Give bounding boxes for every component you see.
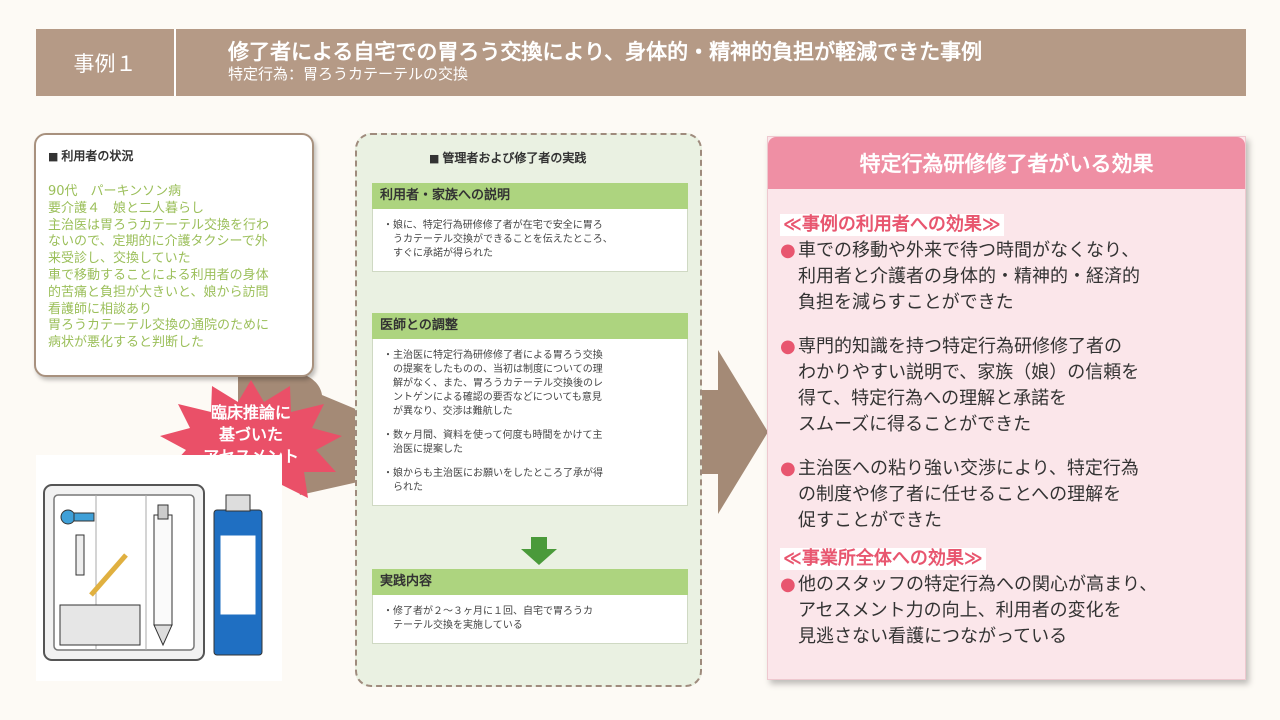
starburst-line: 基づいた: [218, 425, 283, 444]
section-body: ・修了者が２～３ヶ月に１回、自宅で胃ろうカテーテル交換を実施している: [372, 595, 688, 644]
list-item: ・主治医に特定行為研修修了者による胃ろう交換の提案をしたものの、当初は制度につい…: [383, 349, 677, 419]
section-title: 実践内容: [372, 569, 688, 595]
effect-line: 車での移動や外来で待つ時間がなくなり、: [798, 240, 1140, 261]
user-status-line: 主治医は胃ろうカテーテル交換を行わ: [48, 217, 270, 233]
list-item-line: テーテル交換を実施している: [393, 620, 523, 631]
user-status-line: 病状が悪化すると判断した: [48, 335, 205, 351]
user-effect-label: ≪事例の利用者への効果≫: [780, 214, 1004, 236]
effect-line: わかりやすい説明で、家族（娘）の信頼を: [798, 362, 1140, 383]
effect-line: 促すことができた: [798, 510, 942, 531]
starburst-line: 臨床推論に: [210, 403, 291, 422]
effect-line: 主治医への粘り強い交渉により、特定行為: [798, 458, 1139, 479]
list-item: ・数ヶ月間、資料を使って何度も時間をかけて主治医に提案した: [383, 429, 677, 457]
gastrostomy-kit-illustration: [36, 455, 282, 681]
section-title: 医師との調整: [372, 313, 688, 339]
effect-line: スムーズに得ることができた: [798, 414, 1032, 435]
list-item: ・娘からも主治医にお願いをしたところ了承が得られた: [383, 467, 677, 495]
list-item: ・娘に、特定行為研修修了者が在宅で安全に胃ろうカテーテル交換ができることを伝えた…: [383, 219, 677, 261]
bullet-dot-icon: ・: [383, 350, 393, 361]
list-item-line: 解がなく、また、胃ろうカテーテル交換後のレ: [393, 378, 603, 389]
red-dot-icon: ●: [780, 240, 796, 261]
effect-line: 利用者と介護者の身体的・精神的・経済的: [798, 266, 1140, 287]
case-label: 事例１: [36, 29, 176, 96]
square-bullet-icon: ■: [429, 152, 440, 165]
section-practice-content: 実践内容・修了者が２～３ヶ月に１回、自宅で胃ろうカテーテル交換を実施している: [372, 569, 688, 644]
user-status-line: 看護師に相談あり: [48, 301, 153, 317]
effect-item: ●他のスタッフの特定行為への関心が高まり、アセスメント力の向上、利用者の変化を見…: [780, 572, 1240, 650]
user-status-heading: ■利用者の状況: [48, 149, 134, 163]
effect-line: の制度や修了者に任せることへの理解を: [798, 484, 1122, 505]
user-effect-list: ●車での移動や外来で待つ時間がなくなり、利用者と介護者の身体的・精神的・経済的負…: [780, 238, 1240, 534]
section-title: 利用者・家族への説明: [372, 183, 688, 209]
list-item-line: 数ヶ月間、資料を使って何度も時間をかけて主: [393, 430, 603, 441]
effect-line: 負担を減らすことができた: [798, 292, 1014, 313]
header-banner: 事例１ 修了者による自宅での胃ろう交換により、身体的・精神的負担が軽減できた事例…: [36, 29, 1246, 96]
user-status-line: 車で移動することによる利用者の身体: [48, 267, 269, 283]
right-big-arrow: [700, 350, 768, 514]
effect-line: 専門的知識を持つ特定行為研修修了者の: [798, 336, 1122, 357]
list-item: ・修了者が２～３ヶ月に１回、自宅で胃ろうカテーテル交換を実施している: [383, 605, 677, 633]
effect-item: ●主治医への粘り強い交渉により、特定行為の制度や修了者に任せることへの理解を促す…: [780, 456, 1240, 534]
list-item-line: 主治医に特定行為研修修了者による胃ろう交換: [393, 350, 603, 361]
user-status-line: 来受診し、交換していた: [48, 251, 191, 267]
effect-item: ●車での移動や外来で待つ時間がなくなり、利用者と介護者の身体的・精神的・経済的負…: [780, 238, 1240, 316]
list-item-line: 治医に提案した: [393, 444, 463, 455]
user-status-line: 90代 パーキンソン病: [48, 184, 182, 199]
bullet-dot-icon: ・: [383, 606, 393, 617]
list-item-line: ントゲンによる確認の要否などについても意見: [393, 392, 602, 403]
effect-title: 特定行為研修修了者がいる効果: [768, 137, 1245, 189]
user-status-line: 要介護４ 娘と二人暮らし: [48, 200, 205, 216]
list-item-line: 娘に、特定行為研修修了者が在宅で安全に胃ろ: [393, 220, 603, 231]
office-effect-label: ≪事業所全体への効果≫: [780, 548, 986, 570]
square-bullet-icon: ■: [48, 150, 59, 163]
office-effect-list: ●他のスタッフの特定行為への関心が高まり、アセスメント力の向上、利用者の変化を見…: [780, 572, 1240, 650]
practice-heading: ■管理者および修了者の実践: [429, 151, 587, 165]
red-dot-icon: ●: [780, 458, 796, 479]
list-item-line: の提案をしたものの、当初は制度についての理: [393, 364, 603, 375]
section-explanation: 利用者・家族への説明・娘に、特定行為研修修了者が在宅で安全に胃ろうカテーテル交換…: [372, 183, 688, 272]
effect-line: 見逃さない看護につながっている: [798, 626, 1068, 647]
list-item-line: 娘からも主治医にお願いをしたところ了承が得: [393, 468, 603, 479]
user-status-box: ■利用者の状況 90代 パーキンソン病要介護４ 娘と二人暮らし主治医は胃ろうカテ…: [34, 133, 314, 377]
section-body: ・娘に、特定行為研修修了者が在宅で安全に胃ろうカテーテル交換ができることを伝えた…: [372, 209, 688, 272]
list-item-line: 修了者が２～３ヶ月に１回、自宅で胃ろうカ: [393, 606, 593, 617]
effect-body: ≪事例の利用者への効果≫ ●車での移動や外来で待つ時間がなくなり、利用者と介護者…: [780, 214, 1240, 650]
bullet-dot-icon: ・: [383, 430, 393, 441]
user-status-line: ないので、定期的に介護タクシーで外: [48, 234, 268, 250]
header-titles: 修了者による自宅での胃ろう交換により、身体的・精神的負担が軽減できた事例 特定行…: [228, 39, 982, 83]
user-status-line: 胃ろうカテーテル交換の通院のために: [48, 318, 270, 334]
section-body: ・主治医に特定行為研修修了者による胃ろう交換の提案をしたものの、当初は制度につい…: [372, 339, 688, 506]
user-status-line: 的苦痛と負担が大きいと、娘から訪問: [48, 284, 269, 300]
red-dot-icon: ●: [780, 336, 796, 357]
down-arrow-icon: [521, 537, 557, 565]
section-doctor-coordination: 医師との調整・主治医に特定行為研修修了者による胃ろう交換の提案をしたものの、当初…: [372, 313, 688, 506]
page-subtitle: 特定行為：胃ろうカテーテルの交換: [228, 65, 469, 83]
effect-line: アセスメント力の向上、利用者の変化を: [798, 600, 1122, 621]
list-item-line: が異なり、交渉は難航した: [393, 406, 513, 417]
effect-item: ●専門的知識を持つ特定行為研修修了者のわかりやすい説明で、家族（娘）の信頼を得て…: [780, 334, 1240, 438]
effect-panel: 特定行為研修修了者がいる効果 ≪事例の利用者への効果≫ ●車での移動や外来で待つ…: [767, 136, 1246, 680]
list-item-line: うカテーテル交換ができることを伝えたところ、: [393, 234, 613, 245]
practice-panel: ■管理者および修了者の実践 利用者・家族への説明・娘に、特定行為研修修了者が在宅…: [355, 133, 702, 687]
bullet-dot-icon: ・: [383, 220, 393, 231]
effect-line: 他のスタッフの特定行為への関心が高まり、: [798, 574, 1158, 595]
effect-line: 得て、特定行為への理解と承諾を: [798, 388, 1068, 409]
page-title: 修了者による自宅での胃ろう交換により、身体的・精神的負担が軽減できた事例: [228, 40, 983, 64]
list-item-line: られた: [393, 482, 423, 493]
bullet-dot-icon: ・: [383, 468, 393, 479]
list-item-line: すぐに承諾が得られた: [393, 248, 493, 259]
red-dot-icon: ●: [780, 574, 796, 595]
user-status-text: 90代 パーキンソン病要介護４ 娘と二人暮らし主治医は胃ろうカテーテル交換を行わ…: [48, 184, 300, 352]
